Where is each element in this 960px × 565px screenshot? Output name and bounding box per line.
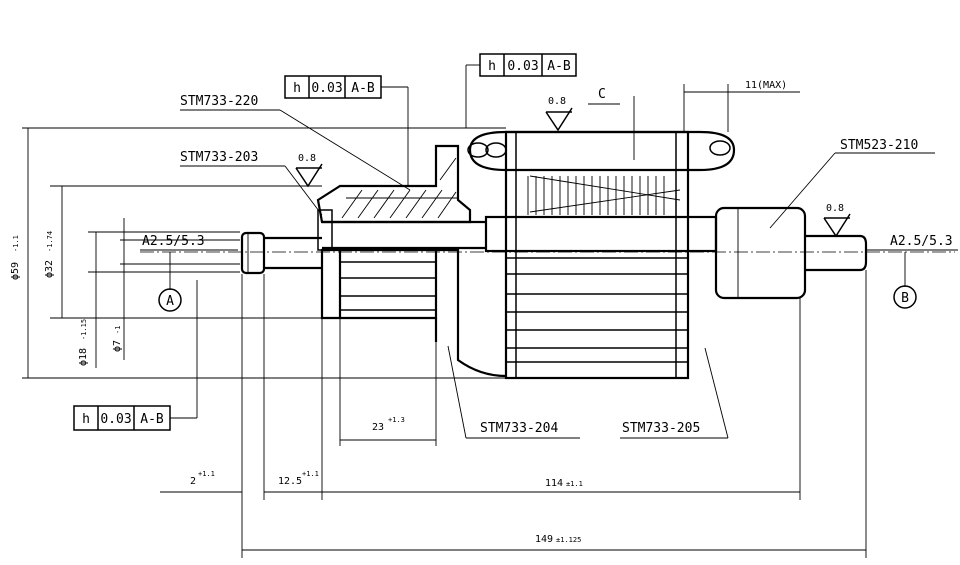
datum-a-label: A: [166, 294, 174, 309]
dim-d59-main: ϕ59: [10, 262, 21, 280]
roughness-symbol-1: 0.8: [295, 153, 323, 188]
fcf-top-value: 0.03: [507, 59, 538, 74]
dim-len2: 2 +1.1: [160, 274, 265, 558]
dim-len23: 23 +1.3: [339, 318, 437, 446]
fcf-top-symbol: h: [488, 59, 496, 74]
part-label-523: STM523-210: [840, 138, 918, 153]
leader-p204: STM733-204: [447, 345, 580, 439]
leader-p523: STM523-210: [769, 138, 935, 229]
dim-d18-tol: -1.15: [80, 319, 88, 340]
lamination-hatching: [527, 176, 665, 215]
roughness-1-value: 0.8: [298, 153, 316, 164]
dim-d32: ϕ32 -1.74: [44, 185, 322, 319]
dim-d18: ϕ18 -1.15: [78, 231, 240, 368]
roughness-symbol-3: 0.8: [823, 203, 851, 238]
bearing: [714, 206, 807, 300]
max-note-label: 11(MAX): [745, 80, 787, 91]
dim-len23-tol: +1.3: [388, 416, 405, 424]
center-hole-right: A2.5/5.3: [866, 234, 958, 251]
commutator: [320, 248, 507, 378]
fcf-left-datum: A-B: [351, 81, 375, 96]
part-label-204: STM733-204: [480, 421, 558, 436]
fcf-left-symbol: h: [293, 81, 301, 96]
fcf-bottom-datum: A-B: [140, 412, 164, 427]
dim-len2-main: 2: [190, 476, 196, 487]
roughness-symbol-2: 0.8: [545, 96, 573, 132]
datum-b: B: [893, 252, 917, 309]
center-note-left: A2.5/5.3: [142, 234, 205, 249]
dim-len114-main: 114: [545, 478, 563, 489]
fan-sleeve: [316, 144, 472, 251]
dim-len149-tol: ±1.125: [556, 536, 581, 544]
dim-len2-tol: +1.1: [198, 470, 215, 478]
section-marker: C: [588, 87, 635, 160]
fcf-left: h 0.03 A-B: [284, 75, 409, 186]
fcf-left-value: 0.03: [311, 81, 342, 96]
fcf-bottom: h 0.03 A-B: [73, 280, 198, 431]
fcf-top-datum: A-B: [547, 59, 571, 74]
sleeve-hatching: [341, 157, 457, 219]
dim-len125: 12.5 +1.1: [264, 318, 323, 500]
dim-d7: ϕ7 -1: [112, 218, 240, 360]
datum-b-label: B: [901, 291, 909, 306]
roughness-3-value: 0.8: [826, 203, 844, 214]
dim-len23-main: 23: [372, 422, 384, 433]
lamination-stack: [467, 130, 736, 380]
roughness-2-value: 0.8: [548, 96, 566, 107]
dim-len149: 149 ±1.125: [242, 270, 867, 558]
dim-len125-tol: +1.1: [302, 470, 319, 478]
dim-len114: 114 ±1.1: [322, 298, 801, 500]
fcf-bottom-symbol: h: [82, 412, 90, 427]
part-label-220: STM733-220: [180, 94, 258, 109]
dim-d59: ϕ59 -1.1: [10, 127, 506, 379]
dim-len114-tol: ±1.1: [566, 480, 583, 488]
fcf-bottom-value: 0.03: [100, 412, 131, 427]
dim-d32-tol: -1.74: [46, 231, 54, 252]
fcf-top: h 0.03 A-B: [465, 53, 577, 128]
dim-len149-main: 149: [535, 534, 553, 545]
section-mark-label: C: [598, 87, 606, 102]
max-dimension: 11(MAX): [683, 80, 800, 132]
part-label-205: STM733-205: [622, 421, 700, 436]
leader-p205: STM733-205: [620, 347, 729, 439]
center-hole-left: A2.5/5.3: [140, 234, 238, 251]
leader-p220: STM733-220: [180, 94, 411, 191]
dim-d7-tol: -1: [114, 326, 122, 334]
dim-d18-main: ϕ18: [78, 348, 89, 366]
dim-d59-tol: -1.1: [12, 235, 20, 252]
leader-p203: STM733-203: [180, 150, 323, 216]
dim-d7-main: ϕ7: [112, 340, 123, 352]
dim-len125-main: 12.5: [278, 476, 302, 487]
datum-a: A: [158, 252, 182, 312]
center-note-right: A2.5/5.3: [890, 234, 953, 249]
part-label-203: STM733-203: [180, 150, 258, 165]
dim-d32-main: ϕ32: [44, 260, 55, 278]
